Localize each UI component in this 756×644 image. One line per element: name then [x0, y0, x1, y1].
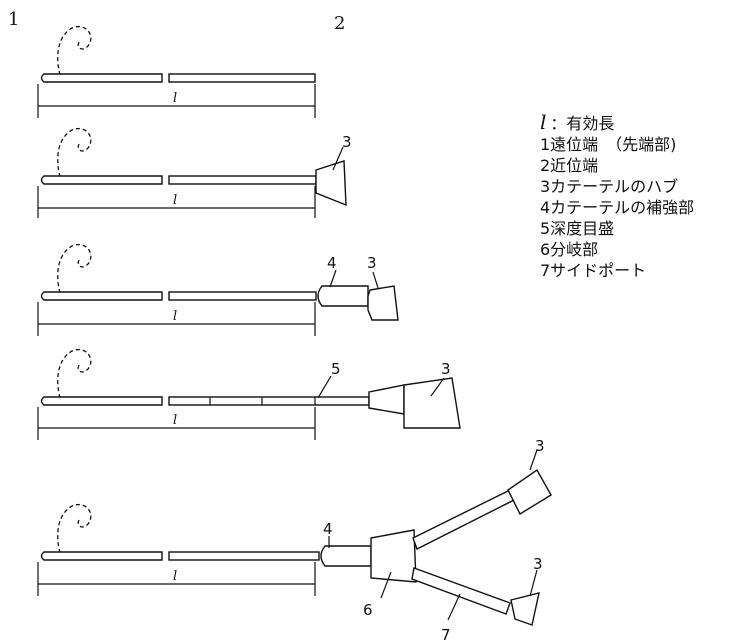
distal-curve: [57, 25, 92, 76]
catheter-tube-left: [40, 291, 163, 301]
legend-symbol: l: [540, 110, 547, 134]
part-number-hub: 3: [342, 133, 352, 151]
catheter-tube-right: [168, 551, 320, 561]
legend-item: 6分岐部: [540, 240, 599, 259]
catheter-tube-right: [168, 73, 316, 83]
part-number-hub: 3: [367, 254, 377, 272]
side-arm-upper: [412, 488, 517, 550]
side-port-arm: [411, 567, 511, 615]
legend-item: 2近位端: [540, 156, 599, 175]
distal-curve: [57, 503, 92, 554]
distal-curve: [57, 243, 92, 294]
legend-symbol-text: ：有効長: [550, 114, 615, 133]
catheter-row-5: 4 3 3 6 7 l: [37, 437, 552, 644]
catheter-tube-left: [40, 551, 163, 561]
catheter-tube-left: [40, 396, 163, 406]
effective-length-label: l: [173, 569, 177, 584]
effective-length-label: l: [173, 413, 177, 428]
catheter-reinforcement: [320, 545, 372, 567]
catheter-tube-left: [40, 175, 163, 185]
figure-label-2: 2: [334, 13, 345, 34]
part-number-branch: 6: [363, 601, 373, 619]
legend-item: 5深度目盛: [540, 219, 615, 238]
catheter-row-3: 4 3 l: [37, 243, 399, 336]
part-number-reinforcement: 4: [323, 520, 333, 538]
catheter-tube-right: [168, 291, 317, 301]
legend-item: 3カテーテルのハブ: [540, 177, 679, 196]
part-number-hub-lower: 3: [533, 555, 543, 573]
effective-length-label: l: [173, 91, 177, 106]
catheter-hub-lower: [510, 592, 540, 626]
legend-item: 4カテーテルの補強部: [540, 198, 695, 217]
figure-label-1: 1: [8, 9, 19, 30]
effective-length-label: l: [173, 193, 177, 208]
part-number-hub: 3: [441, 360, 451, 378]
part-number-hub-upper: 3: [535, 437, 545, 455]
catheter-tube-right: [168, 175, 317, 185]
legend: l：有効長 1遠位端 （先端部) 2近位端 3カテーテルのハブ 4カテーテルの補…: [540, 112, 694, 281]
distal-curve: [57, 348, 92, 399]
part-number-reinforcement: 4: [327, 254, 337, 272]
branch-hub: [370, 529, 417, 583]
catheter-tube-left: [40, 73, 163, 83]
effective-length-label: l: [173, 309, 177, 324]
legend-symbol-row: l：有効長: [540, 112, 694, 134]
part-number-depth-marks: 5: [331, 360, 341, 378]
distal-curve: [57, 127, 92, 178]
catheter-hub-upper: [507, 468, 552, 515]
legend-item: 1遠位端 （先端部): [540, 135, 677, 154]
catheter-row-2: 3 l: [37, 127, 352, 218]
part-number-side-port: 7: [441, 626, 451, 644]
catheter-row-4: 5 3 l: [37, 348, 461, 440]
catheter-tube-right: [168, 396, 370, 406]
catheter-row-1: l: [37, 25, 316, 118]
catheter-hub: [367, 285, 399, 321]
catheter-hub-connector: [368, 384, 405, 415]
catheter-hub: [403, 377, 461, 429]
legend-item: 7サイドポート: [540, 261, 647, 280]
catheter-reinforcement: [317, 285, 369, 307]
catheter-hub: [315, 160, 347, 207]
